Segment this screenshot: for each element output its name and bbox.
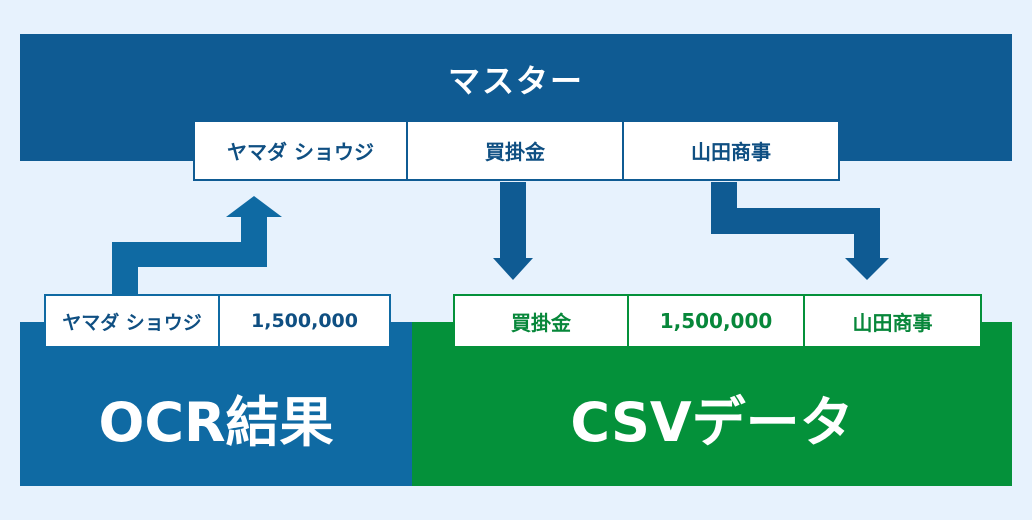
csv-field-row: 買掛金 1,500,000 山田商事 <box>453 294 982 348</box>
master-to-csv-partner-arrow <box>711 182 889 280</box>
csv-amount-cell: 1,500,000 <box>629 296 805 346</box>
master-field-row: ヤマダ ショウジ 買掛金 山田商事 <box>193 120 840 181</box>
master-account-cell: 買掛金 <box>408 122 624 179</box>
csv-data-title: CSVデータ <box>570 391 854 454</box>
ocr-to-master-arrow <box>112 196 282 296</box>
master-title: マスター <box>447 62 584 100</box>
ocr-result-block: OCR結果 <box>20 322 412 486</box>
ocr-amount-cell: 1,500,000 <box>251 310 358 332</box>
ocr-field-row: ヤマダ ショウジ 1,500,000 <box>44 294 391 348</box>
master-to-csv-account-arrow <box>493 182 533 280</box>
master-reading-cell: ヤマダ ショウジ <box>195 122 408 179</box>
ocr-reading-cell: ヤマダ ショウジ <box>46 296 220 346</box>
csv-data-block: CSVデータ <box>412 322 1012 486</box>
master-partner-cell: 山田商事 <box>691 140 771 164</box>
ocr-result-title: OCR結果 <box>98 391 334 454</box>
csv-partner-cell: 山田商事 <box>852 310 933 335</box>
csv-account-cell: 買掛金 <box>455 296 629 346</box>
